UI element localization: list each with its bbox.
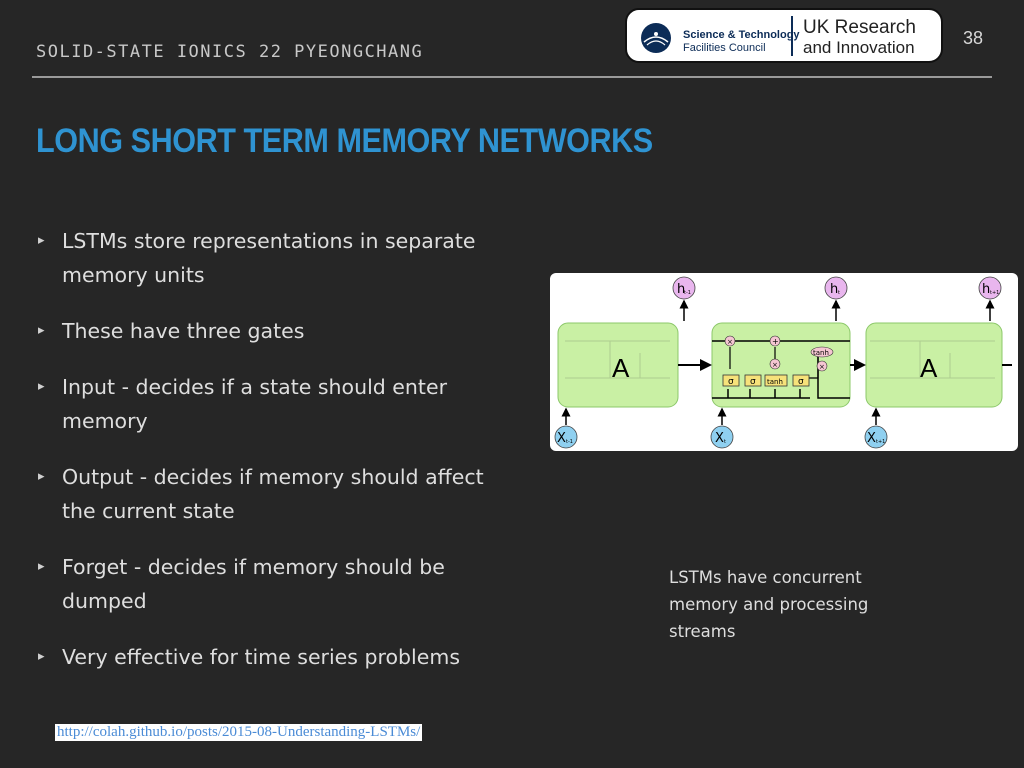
lstm-diagram-svg: A σ σ tanh σ × + <box>554 276 1012 449</box>
conference-name: SOLID-STATE IONICS 22 PYEONGCHANG <box>36 42 424 62</box>
logo-divider <box>791 16 793 56</box>
stfc-name-line1: Science & Technology <box>683 29 800 41</box>
input-node-subscript: t+1 <box>876 439 885 445</box>
header-rule <box>32 76 992 78</box>
op-mult-3: × <box>819 363 825 371</box>
input-node-label: X <box>867 431 876 446</box>
stfc-logo-icon <box>641 23 671 53</box>
cell-label-prev: A <box>612 353 630 383</box>
bullet-item: ▸ LSTMs store representations in separate… <box>36 224 516 292</box>
bullet-arrow-icon: ▸ <box>38 323 45 338</box>
ukri-name-line1: UK Research <box>803 17 916 38</box>
output-node-prev: h t-1 <box>672 276 696 300</box>
bullet-item: ▸ Input - decides if a state should enter… <box>36 370 516 438</box>
bullet-text: Forget - decides if memory should be dum… <box>62 555 445 613</box>
gate-tanh-label: tanh <box>767 378 783 386</box>
output-node-label: h <box>677 282 685 297</box>
input-node-subscript: t <box>724 439 726 445</box>
slide-title: LONG SHORT TERM MEMORY NETWORKS <box>36 122 653 160</box>
output-node-current: h t <box>824 276 848 300</box>
gate-output-label: σ <box>798 377 804 387</box>
lstm-cell-next: A <box>865 322 1003 408</box>
input-node-label: X <box>715 431 724 446</box>
partner-logo: Science & Technology Facilities Council … <box>625 8 943 63</box>
output-node-next: h t+1 <box>978 276 1002 300</box>
op-mult-2: × <box>772 361 778 369</box>
lstm-diagram: A σ σ tanh σ × + <box>550 273 1018 451</box>
bullet-item: ▸ Very effective for time series problems <box>36 640 516 674</box>
bullet-text: Output - decides if memory should affect… <box>62 465 484 523</box>
bullet-arrow-icon: ▸ <box>38 649 45 664</box>
bullet-item: ▸ Output - decides if memory should affec… <box>36 460 516 528</box>
bullet-text: Input - decides if a state should enter … <box>62 375 447 433</box>
input-node-label: X <box>557 431 566 446</box>
bullet-item: ▸ These have three gates <box>36 314 516 348</box>
diagram-caption: LSTMs have concurrent memory and process… <box>669 568 869 641</box>
page-number: 38 <box>963 28 984 48</box>
input-node-prev: X t-1 <box>554 425 578 449</box>
bullet-text: LSTMs store representations in separate … <box>62 229 476 287</box>
output-node-subscript: t-1 <box>684 290 691 296</box>
bullet-item: ▸ Forget - decides if memory should be du… <box>36 550 516 618</box>
bullet-arrow-icon: ▸ <box>38 379 45 394</box>
input-node-subscript: t-1 <box>566 439 573 445</box>
cell-label-next: A <box>920 353 938 383</box>
input-node-current: X t <box>710 425 734 449</box>
output-node-subscript: t <box>838 290 840 296</box>
op-add: + <box>772 337 779 346</box>
bullet-arrow-icon: ▸ <box>38 233 45 248</box>
bullet-text: Very effective for time series problems <box>62 645 460 669</box>
bullet-arrow-icon: ▸ <box>38 559 45 574</box>
bullet-arrow-icon: ▸ <box>38 469 45 484</box>
output-node-label: h <box>982 282 990 297</box>
op-mult-1: × <box>727 338 733 346</box>
source-link[interactable]: http://colah.github.io/posts/2015-08-Und… <box>55 724 423 741</box>
bullet-list: ▸ LSTMs store representations in separate… <box>36 224 516 696</box>
gate-forget-label: σ <box>728 377 734 387</box>
lstm-cell-prev: A <box>557 322 679 408</box>
output-node-subscript: t+1 <box>990 290 999 296</box>
lstm-cell-current: σ σ tanh σ × + × tanh × <box>711 322 851 408</box>
gate-input-label: σ <box>750 377 756 387</box>
stfc-name-line2: Facilities Council <box>683 42 766 54</box>
output-node-label: h <box>830 282 838 297</box>
input-node-next: X t+1 <box>864 425 888 449</box>
ukri-name-line2: and Innovation <box>803 38 915 57</box>
bullet-text: These have three gates <box>62 319 305 343</box>
op-tanh-label: tanh <box>813 349 829 357</box>
